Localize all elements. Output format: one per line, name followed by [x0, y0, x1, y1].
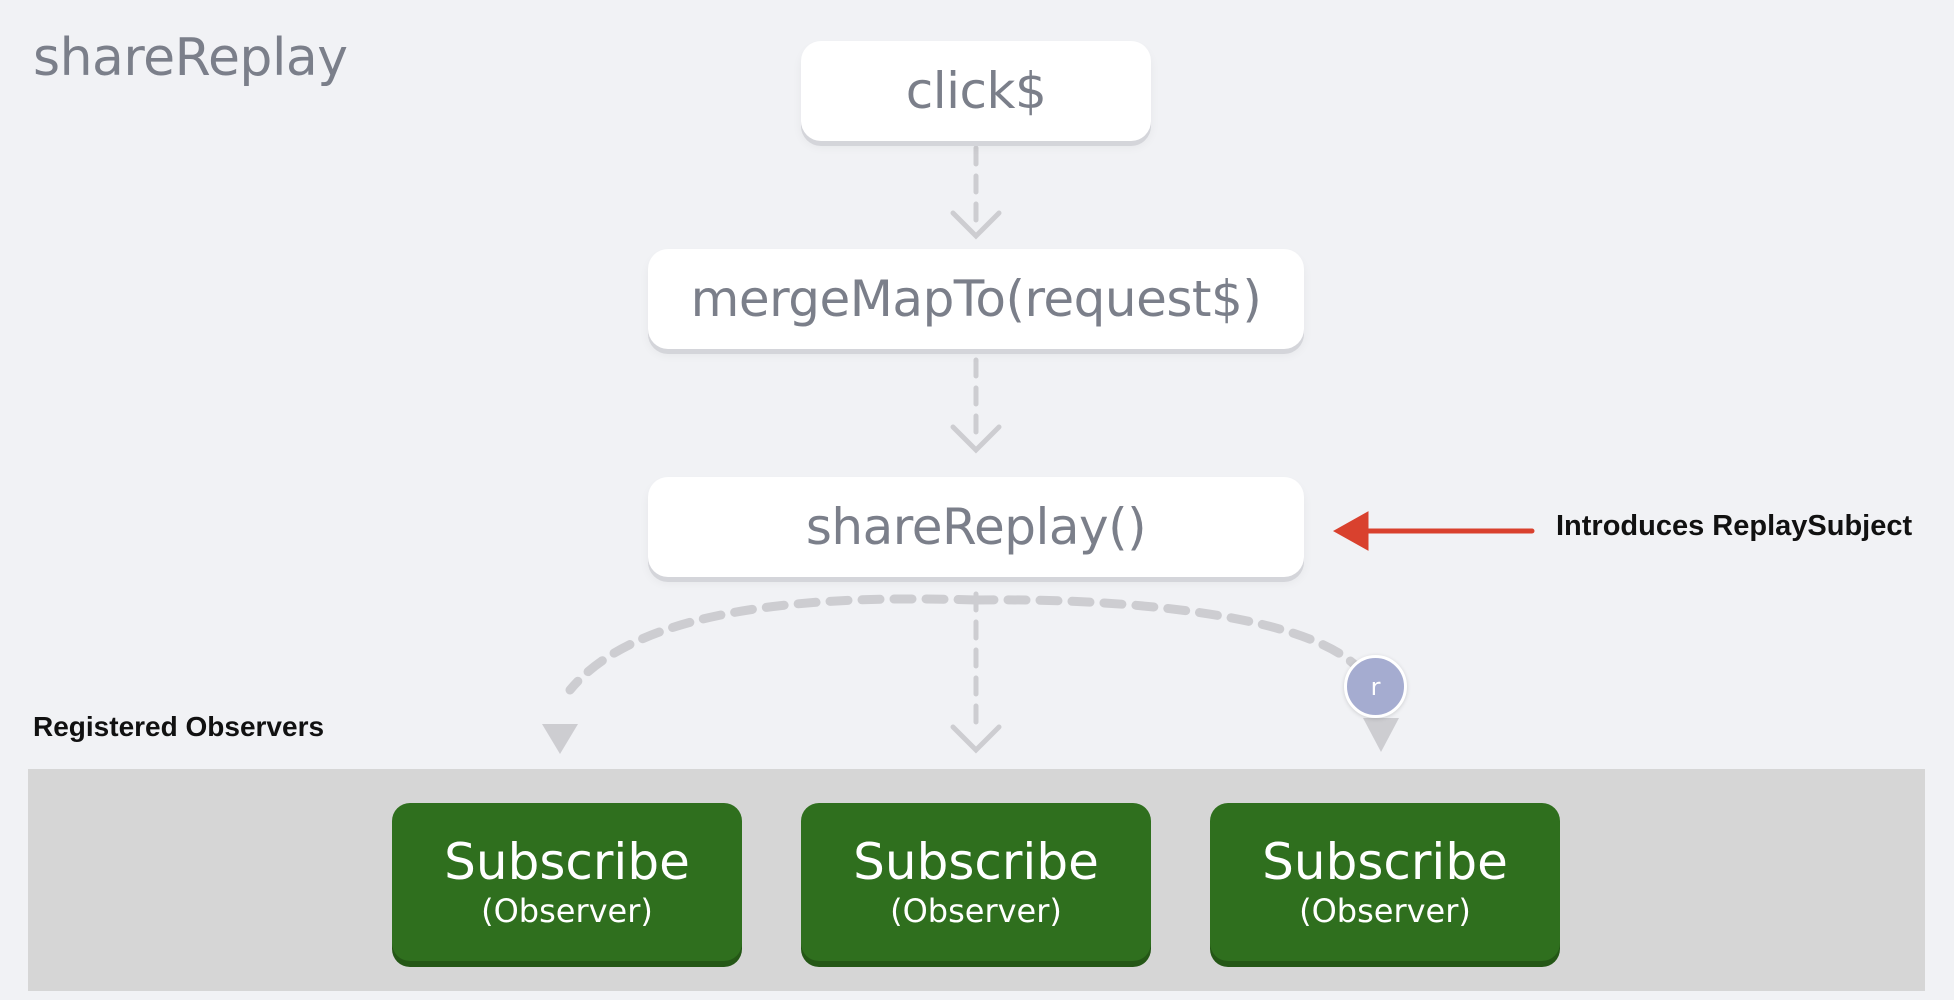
- subscriber-label: Subscribe: [444, 833, 690, 891]
- registered-observers-label: Registered Observers: [33, 711, 325, 742]
- arrowhead-sub2: [950, 724, 1002, 754]
- annotation-arrow: [1332, 511, 1535, 551]
- subscriber-role: (Observer): [481, 892, 653, 930]
- subscriber-box-3: Subscribe (Observer): [1210, 803, 1560, 961]
- subscriber-label: Subscribe: [1262, 833, 1508, 891]
- arrowhead-share: [950, 424, 1002, 454]
- subscriber-role: (Observer): [1299, 892, 1471, 930]
- subscriber-role: (Observer): [890, 892, 1062, 930]
- subscriber-label: Subscribe: [853, 833, 1099, 891]
- subscriber-box-1: Subscribe (Observer): [392, 803, 742, 961]
- subscriber-box-2: Subscribe (Observer): [801, 803, 1151, 961]
- connector-share-to-sub3: [971, 595, 1360, 670]
- arrowhead-sub3: [1363, 718, 1399, 752]
- source-node-click: click$: [801, 41, 1151, 141]
- emission-marker: r: [1344, 655, 1407, 718]
- diagram-title: shareReplay: [33, 28, 348, 88]
- arrowhead-merge: [950, 210, 1002, 240]
- annotation-text: Introduces ReplaySubject: [1556, 510, 1913, 542]
- connector-share-to-sub1: [565, 594, 981, 695]
- operator-node-mergemapto: mergeMapTo(request$): [648, 249, 1304, 349]
- operator-node-sharereplay: shareReplay(): [648, 477, 1304, 577]
- arrowhead-sub1: [542, 724, 578, 754]
